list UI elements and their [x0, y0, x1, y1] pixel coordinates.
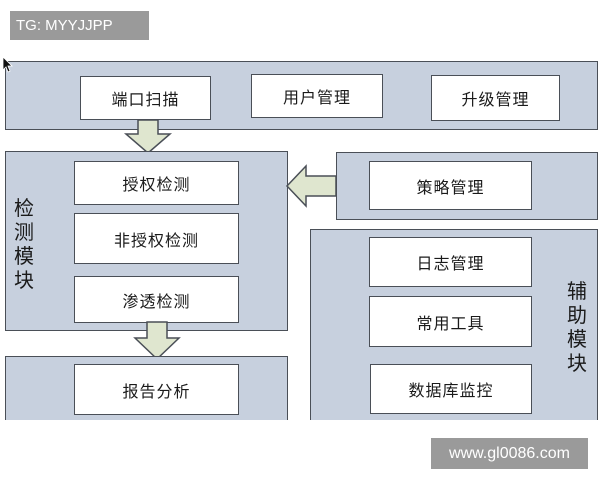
upgrade-management-box: 升级管理 [431, 75, 560, 121]
database-monitor-box: 数据库监控 [370, 364, 532, 414]
user-management-box: 用户管理 [251, 74, 383, 118]
arrow-down-top-to-detection [123, 119, 173, 154]
arrow-left-strategy-to-detection [285, 164, 337, 208]
arrow-down-detection-to-report [133, 321, 181, 361]
cursor-icon [2, 56, 13, 73]
watermark-top: TG: MYYJJPP [10, 11, 149, 40]
port-scan-box: 端口扫描 [80, 76, 211, 120]
unauthorized-detection-box: 非授权检测 [74, 213, 239, 264]
strategy-management-box: 策略管理 [369, 161, 532, 210]
authorized-detection-box: 授权检测 [74, 161, 239, 205]
watermark-bottom: www.gl0086.com [431, 438, 588, 469]
report-analysis-box: 报告分析 [74, 364, 239, 415]
penetration-detection-box: 渗透检测 [74, 276, 239, 323]
auxiliary-module-label: 辅助模块 [567, 279, 587, 375]
detection-module-label: 检测模块 [14, 196, 34, 292]
common-tools-box: 常用工具 [369, 296, 532, 347]
log-management-box: 日志管理 [369, 237, 532, 287]
